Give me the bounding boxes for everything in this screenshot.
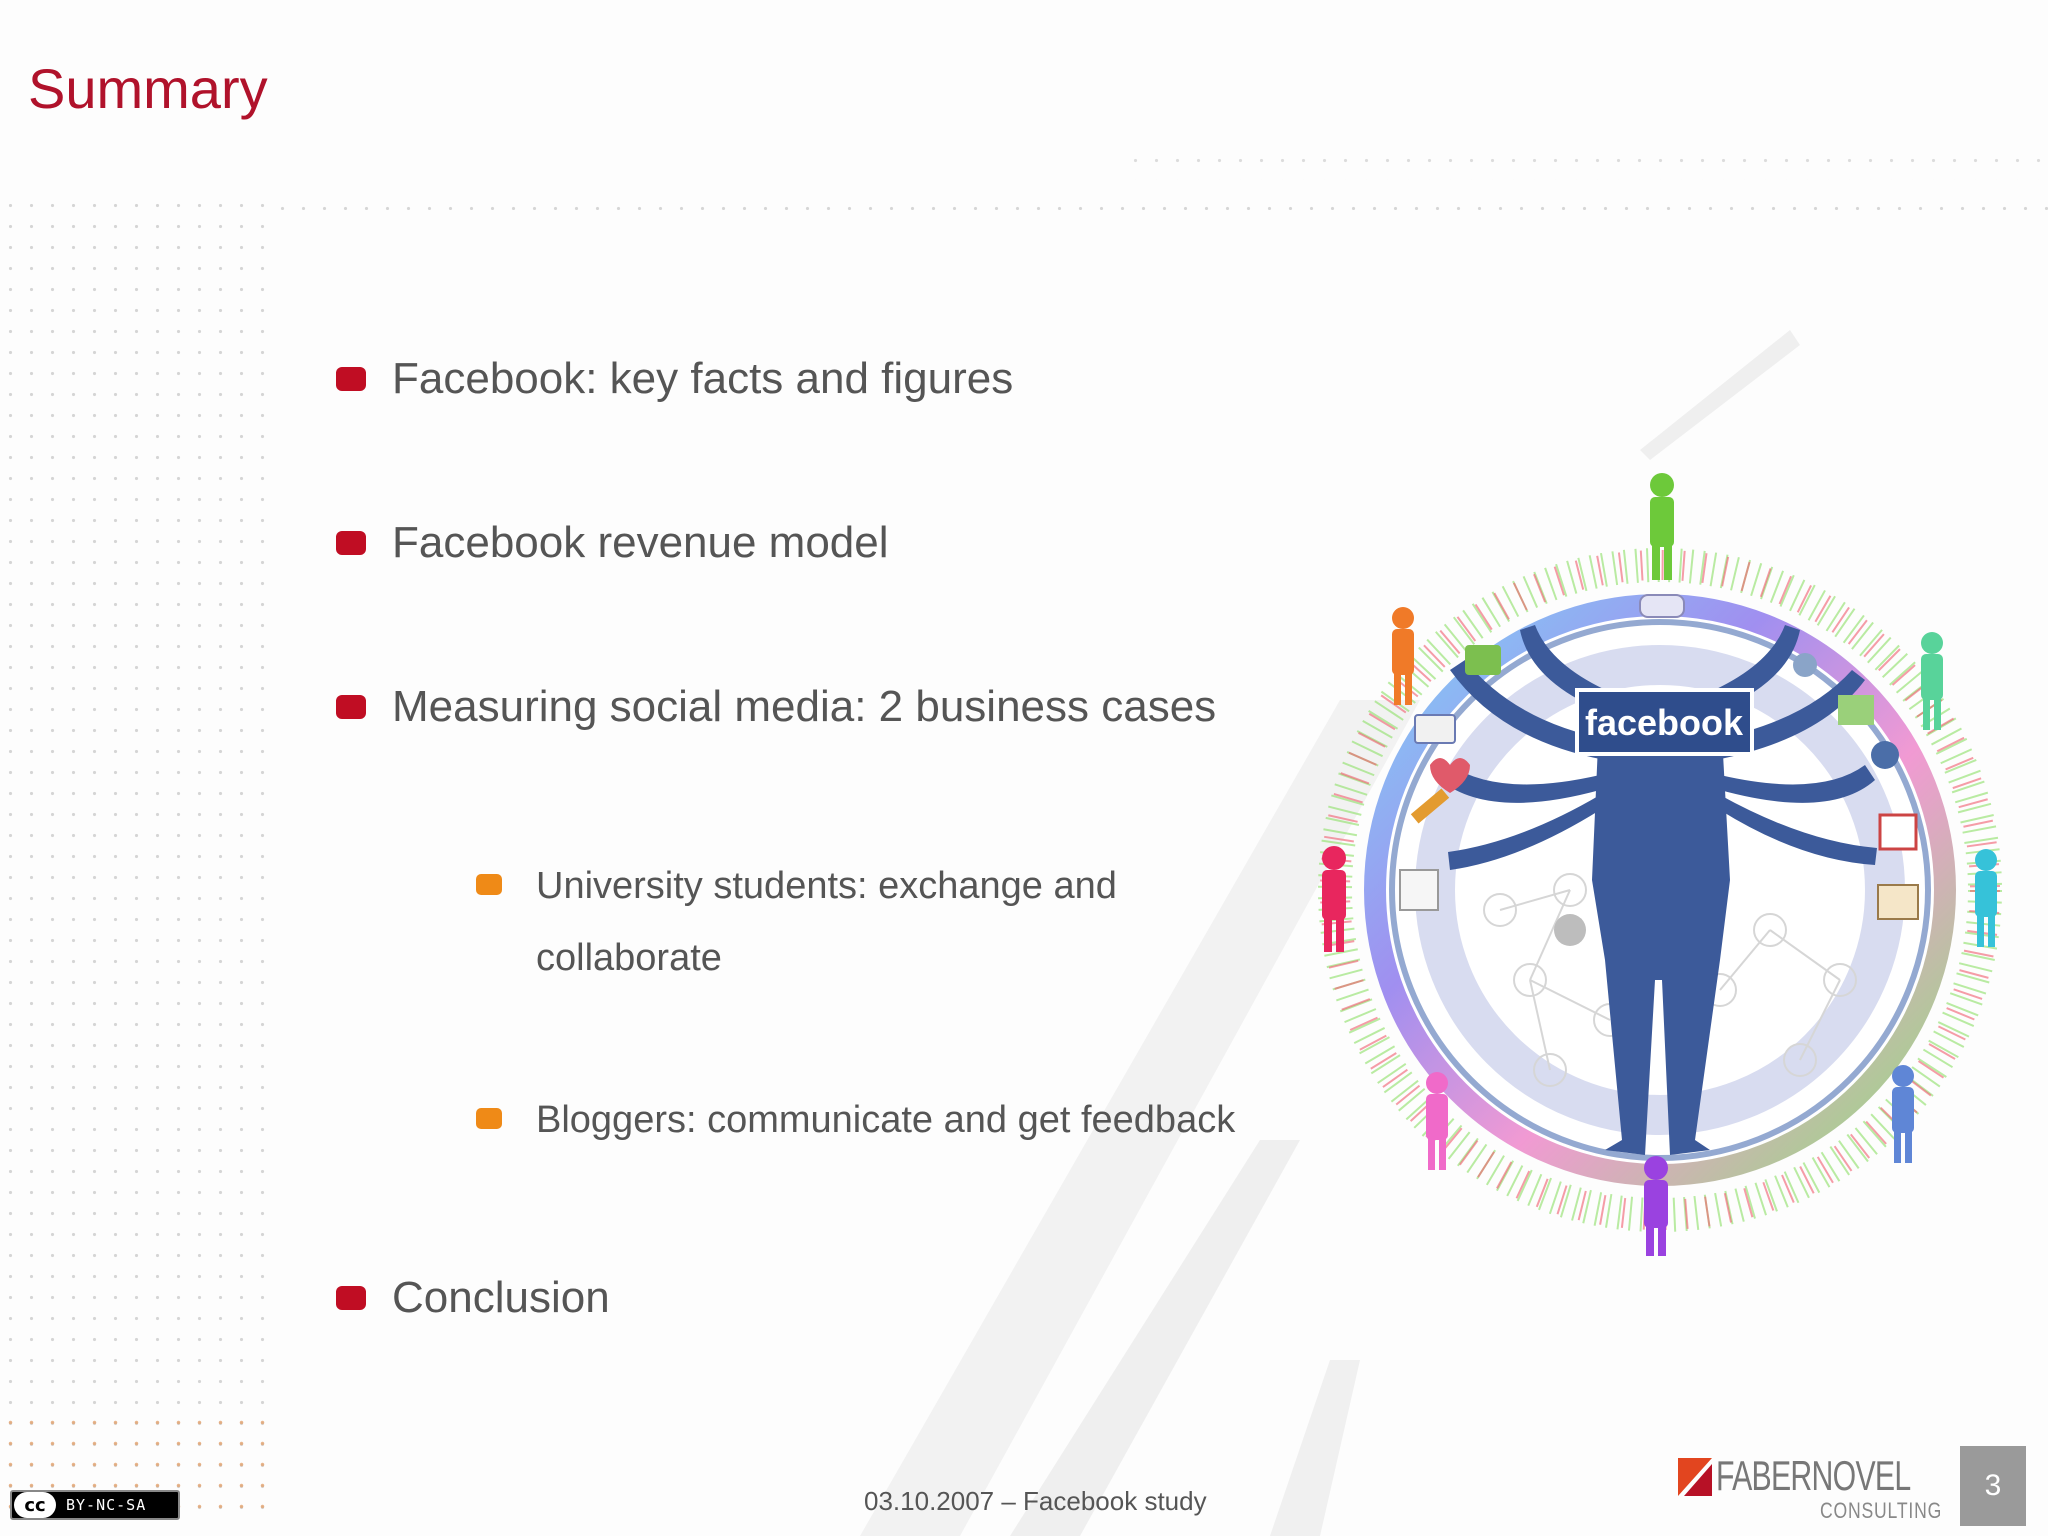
bullet-marker-icon — [336, 531, 366, 555]
photo-icon — [1414, 714, 1456, 744]
dot-pattern-top — [272, 198, 2048, 210]
bullet-item: Facebook revenue model — [336, 518, 889, 568]
sub-bullet-text: Bloggers: communicate and get feedback — [536, 1099, 1236, 1141]
dot-pattern-left — [0, 195, 272, 1525]
bullet-text: Facebook: key facts and figures — [392, 354, 1014, 403]
facebook-label: facebook — [1585, 702, 1744, 743]
dot-pattern-top-right — [1125, 150, 2048, 180]
bullet-text: Conclusion — [392, 1273, 610, 1322]
logo-subtitle: CONSULTING — [1820, 1498, 1943, 1523]
license-text: BY-NC-SA — [66, 1496, 147, 1514]
bullet-marker-icon — [336, 1286, 366, 1310]
bullet-text: Facebook revenue model — [392, 518, 889, 567]
user-icon — [1793, 653, 1817, 677]
logo-name: FABERNOVEL — [1716, 1452, 1911, 1499]
bullet-text: Measuring social media: 2 business cases — [392, 682, 1217, 731]
bullet-marker-icon — [336, 367, 366, 391]
facebook-network-illustration: facebook — [1318, 473, 2002, 1256]
cc-icon: cc — [14, 1492, 56, 1518]
bullet-item: Measuring social media: 2 business cases — [336, 682, 1216, 732]
heart-icon — [1430, 758, 1470, 793]
people-icon — [1871, 741, 1899, 769]
bullet-marker-icon — [336, 695, 366, 719]
fabernovel-logo: FABERNOVEL CONSULTING — [1678, 1452, 1941, 1523]
slide-title: Summary — [28, 57, 268, 120]
chat-icon — [1465, 645, 1501, 675]
pencil-icon — [1410, 788, 1450, 824]
license-badge[interactable]: cc BY-NC-SA — [10, 1490, 180, 1520]
page-number: 3 — [1960, 1446, 2026, 1526]
note-icon — [1399, 869, 1439, 911]
comment-icon — [1639, 594, 1685, 618]
add-friend-icon — [1838, 695, 1874, 725]
fabernovel-mark-icon — [1678, 1458, 1712, 1496]
sub-bullet-item: University students: exchange and collab… — [476, 862, 1176, 994]
bullet-item: Facebook: key facts and figures — [336, 354, 1013, 404]
gift-icon — [1877, 884, 1919, 920]
sub-bullet-marker-icon — [476, 874, 502, 895]
bullet-item: Conclusion — [336, 1273, 610, 1323]
sub-bullet-text: University students: exchange and collab… — [536, 865, 1117, 979]
calendar-icon — [1878, 813, 1918, 851]
sub-bullet-marker-icon — [476, 1108, 502, 1129]
sub-bullet-item: Bloggers: communicate and get feedback — [476, 1096, 1235, 1156]
people-figures — [1322, 473, 1997, 1256]
footer-date-study: 03.10.2007 – Facebook study — [864, 1486, 1207, 1516]
